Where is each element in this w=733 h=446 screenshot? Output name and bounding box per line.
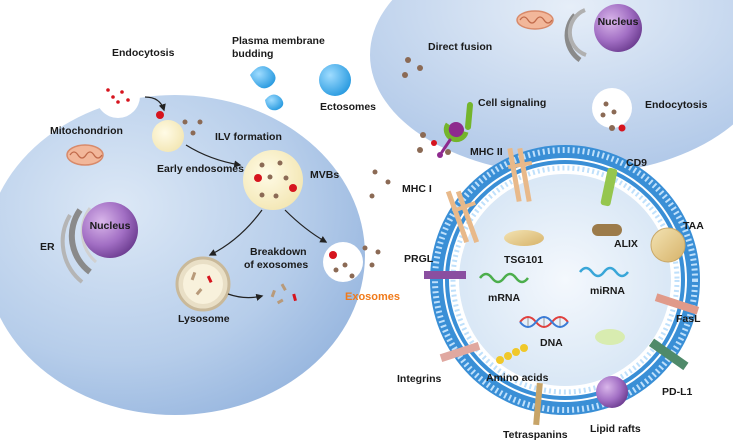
mhc1-label: MHC I bbox=[402, 183, 432, 195]
lysosome bbox=[175, 256, 231, 312]
budding-vesicles bbox=[250, 66, 284, 111]
tetraspanins-icon bbox=[533, 382, 543, 426]
mvb bbox=[243, 150, 303, 210]
cd9-label: CD9 bbox=[626, 157, 647, 169]
signaling-cargo bbox=[417, 132, 451, 155]
taa-label: TAA bbox=[683, 220, 704, 232]
ilv-formation-label: ILV formation bbox=[215, 131, 282, 143]
tetraspanins-label: Tetraspanins bbox=[503, 429, 568, 441]
arrow-icon bbox=[185, 144, 242, 168]
lipid-rafts-icon bbox=[596, 376, 628, 408]
breakdown-label-2: of exosomes bbox=[244, 259, 308, 271]
cd9-icon bbox=[600, 167, 618, 207]
pdl1-label: PD-L1 bbox=[662, 386, 692, 398]
endocytosis-right-pocket bbox=[592, 88, 632, 132]
breakdown-label-1: Breakdown bbox=[250, 246, 307, 258]
mitochondrion-label: Mitochondrion bbox=[50, 125, 123, 137]
nucleus-left-label: Nucleus bbox=[90, 220, 131, 232]
ectosomes-label: Ectosomes bbox=[320, 101, 376, 113]
endocytosis-left-label: Endocytosis bbox=[112, 47, 175, 59]
arrow-icon bbox=[227, 293, 264, 301]
mhc2-label: MHC II bbox=[470, 146, 503, 158]
er-icon bbox=[60, 207, 98, 284]
mhc2-icon bbox=[507, 147, 533, 202]
released-exosomes bbox=[369, 169, 391, 199]
receptor-icon bbox=[437, 102, 473, 158]
fasl-icon bbox=[654, 293, 700, 315]
lysosome-label: Lysosome bbox=[178, 313, 230, 325]
lipid-rafts-label: Lipid rafts bbox=[590, 423, 641, 435]
cargo-blob bbox=[595, 329, 625, 345]
nucleus-top-label: Nucleus bbox=[598, 16, 639, 28]
arrow-icon bbox=[144, 96, 166, 112]
prgl-icon bbox=[424, 271, 466, 279]
fasl-label: FasL bbox=[676, 313, 701, 325]
integrins-label: Integrins bbox=[397, 373, 441, 385]
early-endosome bbox=[152, 120, 184, 152]
donor-cell bbox=[0, 95, 365, 415]
endocytosis-left-pocket bbox=[96, 74, 140, 118]
budding-label: budding bbox=[232, 48, 273, 60]
plasma-membrane-label: Plasma membrane bbox=[232, 35, 325, 47]
taa-icon bbox=[650, 227, 686, 263]
alix-label: ALIX bbox=[614, 238, 638, 250]
pdl1-icon bbox=[648, 338, 689, 371]
mitochondrion-top-icon bbox=[516, 10, 554, 30]
exosomes-label: Exosomes bbox=[345, 291, 400, 303]
mrna-label: mRNA bbox=[488, 292, 521, 304]
early-endosomes-label: Early endosomes bbox=[157, 163, 244, 175]
dna-icon bbox=[519, 316, 569, 328]
mrna-icon bbox=[479, 272, 529, 284]
integrins-icon bbox=[439, 342, 481, 362]
endocytosis-right-label: Endocytosis bbox=[645, 99, 708, 111]
amino-acids-icon bbox=[496, 344, 528, 364]
direct-fusion-label: Direct fusion bbox=[428, 41, 492, 53]
ectosome bbox=[319, 64, 351, 96]
direct-fusion-cargo bbox=[402, 57, 423, 78]
amino-acids-label: Amino acids bbox=[486, 372, 549, 384]
mvbs-label: MVBs bbox=[310, 169, 339, 181]
mitochondrion-icon bbox=[66, 144, 104, 166]
dna-label: DNA bbox=[540, 337, 563, 349]
mirna-icon bbox=[579, 266, 629, 278]
er-label: ER bbox=[40, 241, 55, 253]
alix-icon bbox=[592, 224, 622, 236]
tsg101-label: TSG101 bbox=[504, 254, 543, 266]
nucleus-top-icon bbox=[564, 4, 642, 63]
mhc1-icon bbox=[445, 190, 480, 244]
arrow-icon bbox=[284, 209, 328, 243]
nucleus-icon bbox=[82, 202, 138, 258]
exosome-structure bbox=[430, 145, 700, 415]
cell-signaling-label: Cell signaling bbox=[478, 97, 546, 109]
arrow-icon bbox=[208, 209, 263, 256]
tsg101-icon bbox=[504, 230, 544, 246]
exosome-release-pocket bbox=[323, 242, 381, 282]
mirna-label: miRNA bbox=[590, 285, 625, 297]
degraded-fragments bbox=[270, 283, 297, 305]
prgl-label: PRGL bbox=[404, 253, 434, 265]
cargo-dot bbox=[156, 111, 164, 119]
